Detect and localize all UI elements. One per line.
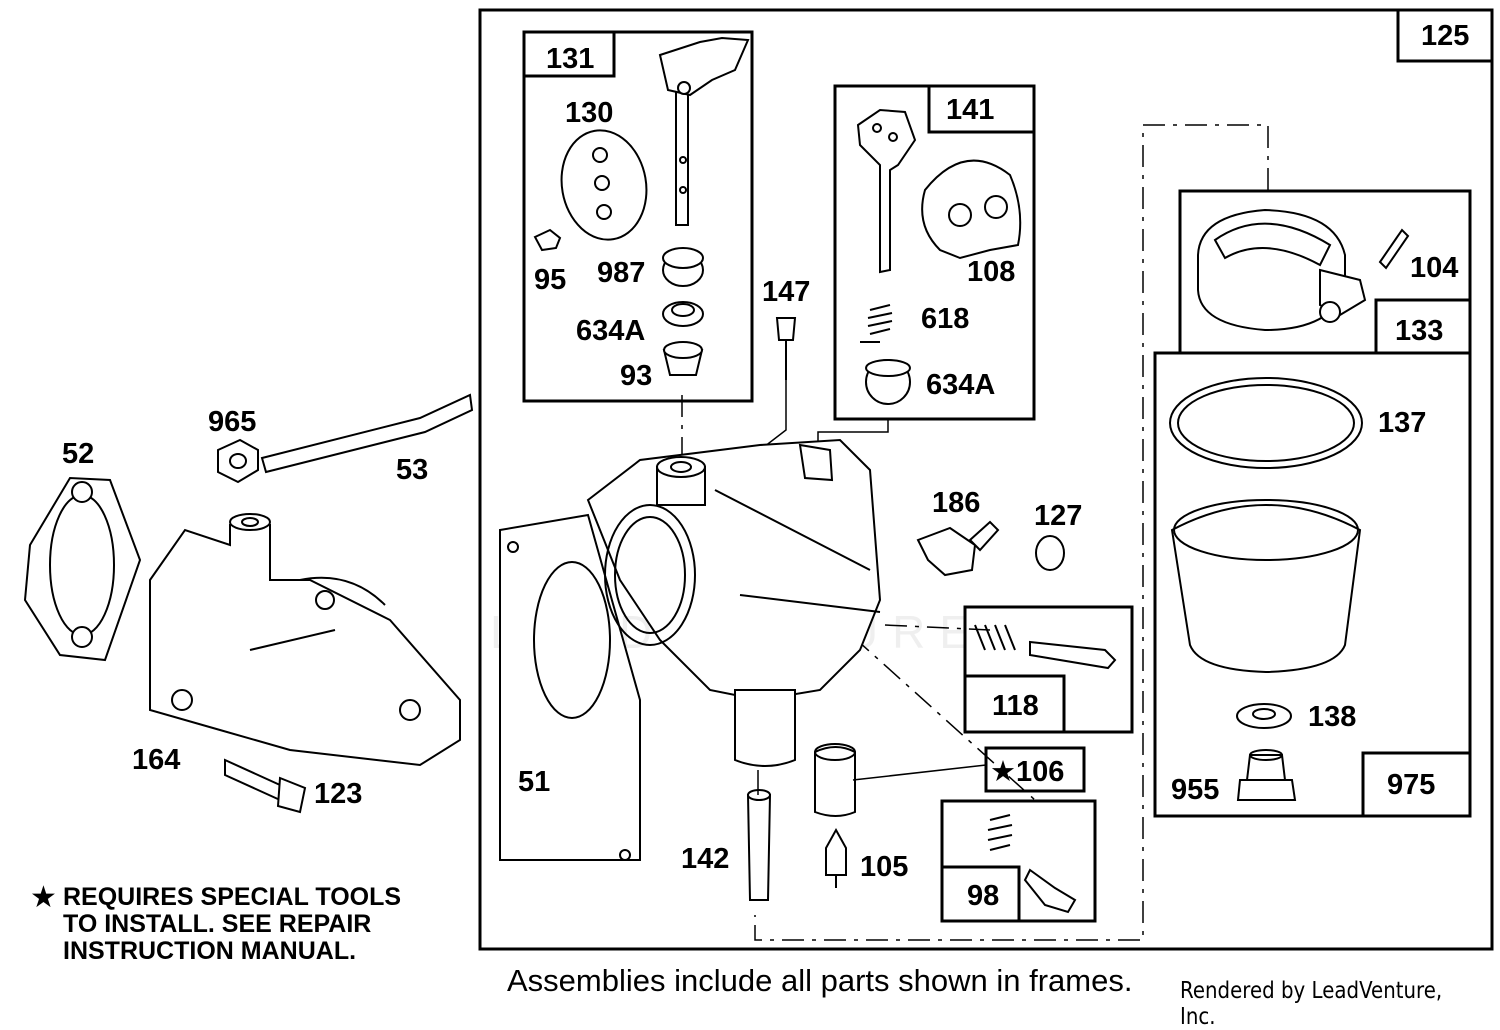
- rendered-by-credit: Rendered by LeadVenture, Inc.: [1180, 978, 1443, 1030]
- cap-127: [1035, 535, 1065, 571]
- mixture-spring: [974, 624, 1016, 651]
- label-130: 130: [565, 97, 613, 129]
- tube-142: [746, 794, 772, 901]
- carburetor-body: [586, 438, 882, 702]
- frame-125-tag: [1396, 8, 1494, 63]
- dash-mix-connector: [884, 624, 991, 631]
- mixture-screw: [1029, 640, 1117, 670]
- label-131: 131: [546, 43, 594, 75]
- label-987: 987: [597, 257, 645, 289]
- label-186: 186: [932, 487, 980, 519]
- screw-95: [533, 228, 562, 252]
- nut-965: [217, 438, 259, 484]
- label-123: 123: [314, 778, 362, 810]
- bowl-nut: [1236, 779, 1297, 801]
- label-164: 164: [132, 744, 180, 776]
- intake-elbow: [149, 524, 461, 767]
- pin-104: [1378, 228, 1410, 270]
- throttle-shaft: [856, 108, 917, 274]
- throttle-plate: [921, 159, 1022, 260]
- label-98: 98: [967, 880, 999, 912]
- frame-98-tag: [940, 865, 1021, 923]
- frame-118-tag: [963, 674, 1066, 734]
- frame-125: [478, 8, 1494, 951]
- screw-147: [775, 317, 797, 341]
- fitting-186: [916, 526, 977, 577]
- label-52: 52: [62, 438, 94, 470]
- label-141: 141: [946, 94, 994, 126]
- screw-123: [224, 758, 281, 802]
- label-138: 138: [1308, 701, 1356, 733]
- frame-106-tag: [984, 746, 1086, 793]
- special-tools-note: ★ REQUIRES SPECIAL TOOLS TO INSTALL. SEE…: [30, 881, 402, 965]
- label-106: ★106: [990, 756, 1064, 788]
- label-53: 53: [396, 454, 428, 486]
- bowl-gasket: [1169, 377, 1363, 469]
- washer-138: [1236, 703, 1292, 729]
- label-965: 965: [208, 406, 256, 438]
- label-634a-upper: 634A: [576, 315, 645, 347]
- gasket-52: [23, 476, 142, 662]
- label-93: 93: [620, 360, 652, 392]
- float-bowl: [1170, 504, 1362, 674]
- stud-53: [260, 393, 474, 474]
- special-tools-text: REQUIRES SPECIAL TOOLS TO INSTALL. SEE R…: [63, 883, 402, 965]
- label-133: 133: [1395, 315, 1443, 347]
- label-104: 104: [1410, 252, 1458, 284]
- label-618: 618: [921, 303, 969, 335]
- label-105: 105: [860, 851, 908, 883]
- frame-975-tag: [1361, 751, 1472, 818]
- label-118: 118: [992, 690, 1039, 722]
- assemblies-footnote: Assemblies include all parts shown in fr…: [507, 963, 1133, 998]
- label-147: 147: [762, 276, 810, 308]
- label-95: 95: [534, 264, 566, 296]
- label-634a-lower: 634A: [926, 369, 995, 401]
- needle-105: [825, 827, 847, 876]
- spring-618: [860, 304, 893, 343]
- frame-133-tag: [1374, 298, 1472, 355]
- dash-bowl-connector: [754, 124, 1269, 941]
- frame-141-tag: [927, 84, 1036, 134]
- label-127: 127: [1034, 500, 1082, 532]
- label-51: 51: [518, 766, 550, 798]
- label-108: 108: [967, 256, 1015, 288]
- label-137: 137: [1378, 407, 1426, 439]
- label-975: 975: [1387, 769, 1435, 801]
- label-955: 955: [1171, 774, 1219, 806]
- idle-screw: [1023, 868, 1077, 914]
- seat-106: [814, 746, 856, 817]
- star-icon: ★: [30, 881, 57, 914]
- idle-spring: [987, 814, 1013, 851]
- frame-131-tag: [522, 30, 616, 78]
- label-125: 125: [1421, 20, 1469, 52]
- label-142: 142: [681, 843, 729, 875]
